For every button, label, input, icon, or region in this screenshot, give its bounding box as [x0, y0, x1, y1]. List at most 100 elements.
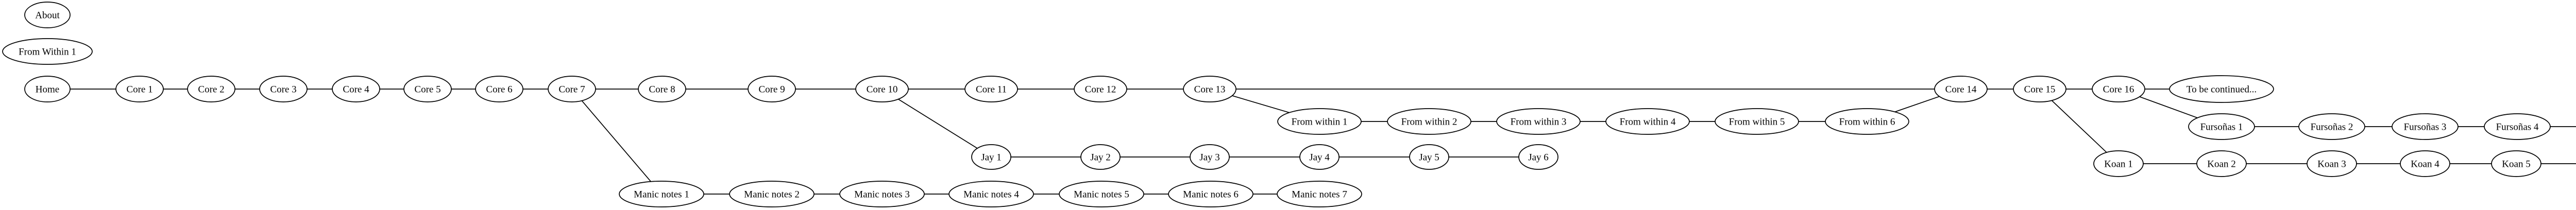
node-shape-manic3 [839, 181, 925, 207]
graph-node-about[interactable]: About [24, 2, 71, 28]
graph-node-koan3[interactable]: Koan 3 [2307, 150, 2357, 177]
graph-node-fursonas3[interactable]: Fursoñas 3 [2392, 113, 2459, 140]
graph-node-fw1[interactable]: From within 1 [1277, 108, 1362, 135]
node-shape-jay1 [971, 144, 1011, 170]
graph-node-jay1[interactable]: Jay 1 [971, 144, 1011, 170]
node-label-core8: Core 8 [649, 84, 675, 95]
graph-node-core14[interactable]: Core 14 [1934, 76, 1988, 102]
node-shape-core14 [1934, 76, 1988, 102]
graph-node-fw4[interactable]: From within 4 [1605, 108, 1690, 135]
graph-node-manic3[interactable]: Manic notes 3 [839, 181, 925, 207]
node-label-fursonas1: Fursoñas 1 [2200, 122, 2243, 133]
graph-node-koan4[interactable]: Koan 4 [2400, 150, 2450, 177]
graph-node-core12[interactable]: Core 12 [1074, 76, 1127, 102]
graph-node-core5[interactable]: Core 5 [403, 76, 452, 102]
node-shape-fursonas1 [2188, 113, 2255, 140]
node-label-core11: Core 11 [976, 84, 1007, 95]
graph-node-koan5[interactable]: Koan 5 [2491, 150, 2541, 177]
node-label-home: Home [36, 84, 59, 95]
node-shape-koan1 [2093, 150, 2144, 177]
node-shape-fw2 [1387, 108, 1471, 135]
graph-edge-core7-manic1 [571, 89, 662, 195]
graph-node-fursonas1[interactable]: Fursoñas 1 [2188, 113, 2255, 140]
node-label-fursonas2: Fursoñas 2 [2311, 122, 2353, 133]
node-shape-core10 [855, 76, 909, 102]
graph-node-fw2[interactable]: From within 2 [1387, 108, 1471, 135]
node-shape-core11 [964, 76, 1018, 102]
graph-node-fw6[interactable]: From within 6 [1825, 108, 1909, 135]
node-shape-jay2 [1080, 144, 1121, 170]
graph-node-core13[interactable]: Core 13 [1183, 76, 1236, 102]
graph-node-core11[interactable]: Core 11 [964, 76, 1018, 102]
graph-node-koan2[interactable]: Koan 2 [2196, 150, 2247, 177]
node-shape-fw4 [1605, 108, 1690, 135]
node-shape-core13 [1183, 76, 1236, 102]
node-label-core3: Core 3 [270, 84, 296, 95]
graph-node-jay2[interactable]: Jay 2 [1080, 144, 1121, 170]
graph-node-tbc[interactable]: To be continued... [2169, 75, 2274, 103]
node-shape-core9 [748, 76, 796, 102]
node-label-core13: Core 13 [1194, 84, 1226, 95]
graph-node-koan1[interactable]: Koan 1 [2093, 150, 2144, 177]
node-shape-fromwithincap1 [2, 38, 93, 65]
node-label-manic4: Manic notes 4 [963, 189, 1019, 200]
graph-node-manic1[interactable]: Manic notes 1 [619, 181, 704, 207]
node-label-jay1: Jay 1 [981, 152, 1002, 163]
node-shape-manic2 [729, 181, 815, 207]
node-shape-manic5 [1059, 181, 1144, 207]
graph-node-core2[interactable]: Core 2 [187, 76, 235, 102]
graph-node-jay3[interactable]: Jay 3 [1190, 144, 1230, 170]
node-shape-core12 [1074, 76, 1127, 102]
node-shape-core5 [403, 76, 452, 102]
graph-node-fursonas4[interactable]: Fursoñas 4 [2484, 113, 2551, 140]
graph-node-core3[interactable]: Core 3 [259, 76, 308, 102]
node-label-fursonas4: Fursoñas 4 [2496, 122, 2539, 133]
graph-node-manic4[interactable]: Manic notes 4 [948, 181, 1034, 207]
node-label-koan4: Koan 4 [2411, 159, 2439, 170]
node-label-manic3: Manic notes 3 [854, 189, 910, 200]
node-label-core15: Core 15 [2024, 84, 2056, 95]
node-shape-jay4 [1299, 144, 1340, 170]
node-label-manic7: Manic notes 7 [1292, 189, 1347, 200]
graph-node-core1[interactable]: Core 1 [115, 76, 164, 102]
node-shape-manic7 [1277, 181, 1362, 207]
graph-node-core15[interactable]: Core 15 [2013, 76, 2066, 102]
edges-layer [47, 89, 2576, 195]
graph-node-fromwithincap1[interactable]: From Within 1 [2, 38, 93, 65]
graph-node-core16[interactable]: Core 16 [2092, 76, 2145, 102]
graph-node-core7[interactable]: Core 7 [548, 76, 596, 102]
graph-node-jay6[interactable]: Jay 6 [1518, 144, 1558, 170]
node-label-fursonas3: Fursoñas 3 [2404, 122, 2447, 133]
node-label-core9: Core 9 [758, 84, 785, 95]
graph-node-jay4[interactable]: Jay 4 [1299, 144, 1340, 170]
node-shape-home [24, 76, 71, 102]
node-shape-core8 [638, 76, 686, 102]
graph-node-core4[interactable]: Core 4 [332, 76, 380, 102]
node-shape-core15 [2013, 76, 2066, 102]
node-label-jay3: Jay 3 [1199, 152, 1220, 163]
node-label-koan1: Koan 1 [2104, 159, 2132, 170]
graph-node-manic7[interactable]: Manic notes 7 [1277, 181, 1362, 207]
node-label-core4: Core 4 [343, 84, 369, 95]
graph-node-core10[interactable]: Core 10 [855, 76, 909, 102]
graph-node-manic5[interactable]: Manic notes 5 [1059, 181, 1144, 207]
graph-node-fw3[interactable]: From within 3 [1496, 108, 1581, 135]
node-shape-tbc [2169, 75, 2274, 103]
node-label-tbc: To be continued... [2187, 84, 2257, 95]
node-label-core7: Core 7 [558, 84, 585, 95]
node-label-fw1: From within 1 [1292, 117, 1348, 128]
graph-node-home[interactable]: Home [24, 76, 71, 102]
node-label-manic6: Manic notes 6 [1183, 189, 1239, 200]
graph-edge-core10-jay1 [882, 89, 992, 157]
graph-node-manic2[interactable]: Manic notes 2 [729, 181, 815, 207]
node-shape-fursonas3 [2392, 113, 2459, 140]
graph-node-jay5[interactable]: Jay 5 [1409, 144, 1449, 170]
graph-node-core8[interactable]: Core 8 [638, 76, 686, 102]
node-shape-about [24, 2, 71, 28]
node-label-jay5: Jay 5 [1419, 152, 1439, 163]
graph-node-manic6[interactable]: Manic notes 6 [1168, 181, 1253, 207]
graph-node-core9[interactable]: Core 9 [748, 76, 796, 102]
graph-node-fw5[interactable]: From within 5 [1715, 108, 1799, 135]
graph-node-fursonas2[interactable]: Fursoñas 2 [2298, 113, 2365, 140]
graph-node-core6[interactable]: Core 6 [475, 76, 523, 102]
